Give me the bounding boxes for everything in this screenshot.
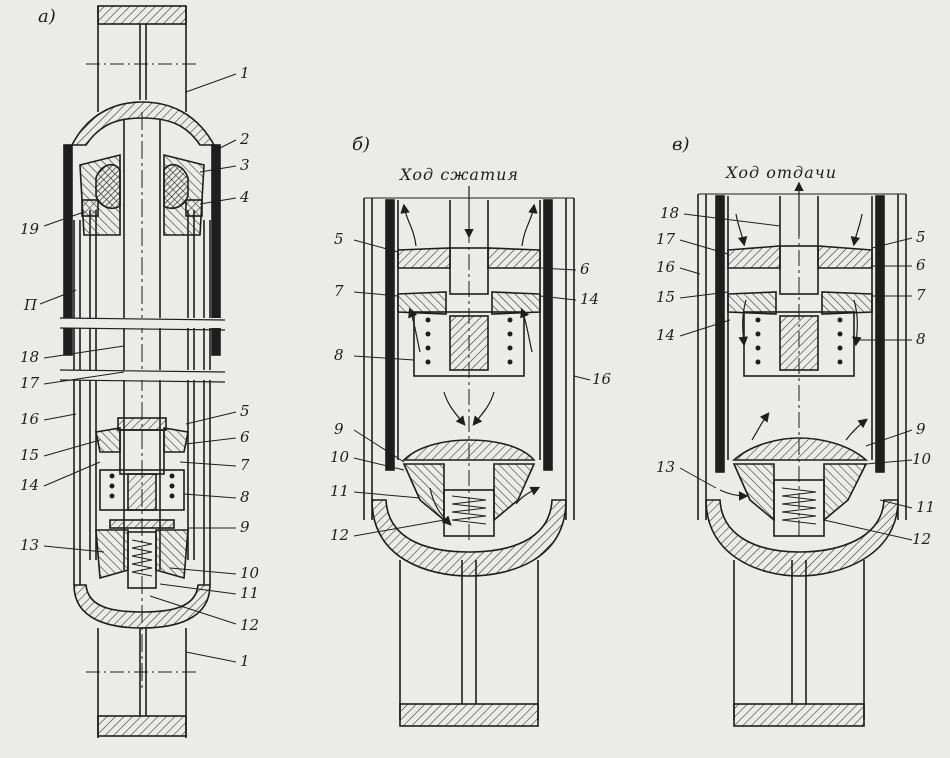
callout-a-2: 2: [239, 130, 250, 148]
callout-b-6: 6: [580, 260, 590, 278]
callout-c-5: 5: [916, 228, 926, 246]
callout-c-10: 10: [912, 450, 932, 468]
callout-b-14: 14: [580, 290, 599, 308]
callout-b-16: 16: [592, 370, 612, 388]
panel-c-mode: Ход отдачи: [724, 163, 837, 182]
panel-c-title: в): [672, 134, 690, 155]
panel-a-title: а): [38, 6, 56, 27]
callout-c-11: 11: [916, 498, 935, 516]
callout-b-5: 5: [334, 230, 344, 248]
callout-c-7: 7: [916, 286, 926, 304]
panel-a-assembly: [39, 5, 237, 738]
panel-c-rebound: [679, 181, 913, 727]
callout-a-9: 9: [240, 518, 250, 536]
callout-a-3: 3: [240, 156, 250, 174]
callout-c-9: 9: [916, 420, 926, 438]
callout-a-4: 4: [239, 188, 250, 206]
callout-c-8: 8: [916, 330, 926, 348]
panel-b-mode: Ход сжатия: [398, 165, 519, 184]
panel-c-labels: в) Ход отдачи 18 17 16 15 14 5 6 7 8 13 …: [656, 134, 935, 548]
callout-a-15: 15: [20, 446, 39, 464]
callout-c-16: 16: [656, 258, 676, 276]
callout-a-16: 16: [20, 410, 40, 428]
callout-c-13: 13: [656, 458, 675, 476]
callout-c-14: 14: [656, 326, 675, 344]
callout-c-17: 17: [656, 230, 676, 248]
callout-a-10: 10: [240, 564, 260, 582]
callout-a-11: 11: [240, 584, 259, 602]
callout-b-8: 8: [334, 346, 344, 364]
callout-c-18: 18: [660, 204, 679, 222]
callout-a-p: П: [23, 296, 38, 314]
callout-a-6: 6: [240, 428, 250, 446]
callout-b-7: 7: [334, 282, 344, 300]
panel-a-labels: а) 1 2 3 4 19 П 18 17 16 5 15 6 14 7 8 9…: [20, 6, 260, 670]
callout-a-12: 12: [240, 616, 259, 634]
callout-b-12: 12: [330, 526, 349, 544]
callout-b-10: 10: [330, 448, 350, 466]
callout-a-1-top: 1: [240, 64, 250, 82]
callout-a-18: 18: [20, 348, 39, 366]
panel-b-title: б): [352, 134, 370, 155]
callout-b-9: 9: [334, 420, 344, 438]
callout-a-1-bottom: 1: [240, 652, 250, 670]
panel-b-compression: [353, 186, 591, 727]
callout-a-7: 7: [240, 456, 250, 474]
callout-a-17: 17: [20, 374, 40, 392]
callout-a-5: 5: [240, 402, 250, 420]
callout-c-15: 15: [656, 288, 675, 306]
callout-c-6: 6: [916, 256, 926, 274]
callout-c-12: 12: [912, 530, 931, 548]
callout-a-14: 14: [20, 476, 39, 494]
panel-b-labels: б) Ход сжатия 5 7 8 6 14 16 9 10 11 12: [330, 134, 612, 544]
callout-a-19: 19: [20, 220, 40, 238]
callout-b-11: 11: [330, 482, 349, 500]
callout-a-13: 13: [20, 536, 39, 554]
callout-a-8: 8: [240, 488, 250, 506]
